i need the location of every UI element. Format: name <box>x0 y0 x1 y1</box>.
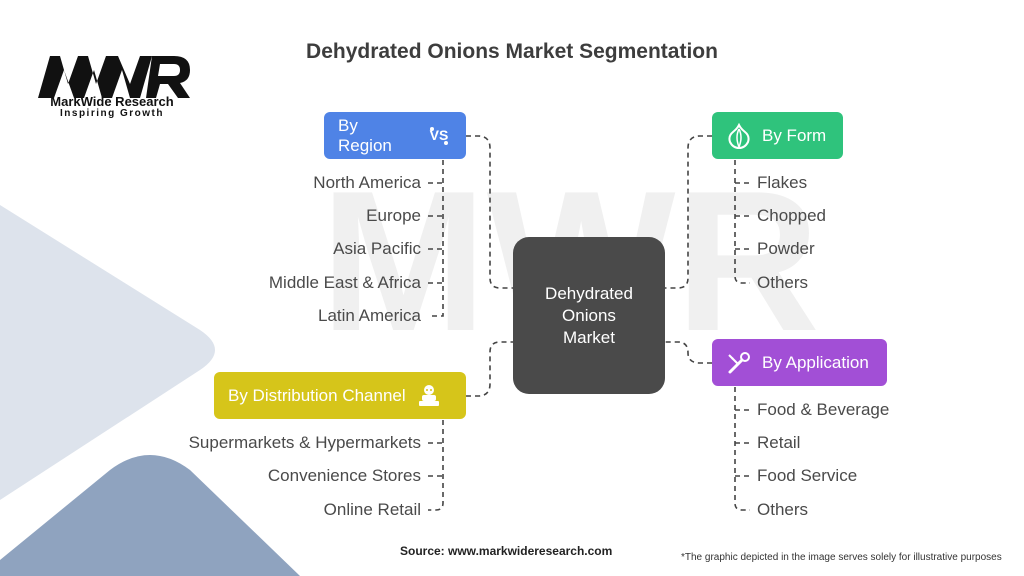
page-title: Dehydrated Onions Market Segmentation <box>306 40 718 63</box>
logo-name: MarkWide Research <box>50 94 174 109</box>
tools-icon <box>726 350 752 376</box>
segment-region-label: By Region <box>338 115 392 155</box>
region-item: North America <box>313 173 421 192</box>
application-item: Retail <box>757 433 801 452</box>
logo-tagline: Inspiring Growth <box>60 108 164 119</box>
center-line-1: Dehydrated <box>545 283 633 303</box>
region-item: Europe <box>366 206 421 225</box>
center-market-node: Dehydrated Onions Market <box>513 237 665 394</box>
region-item: Middle East & Africa <box>268 273 421 292</box>
application-item: Food Service <box>757 466 858 485</box>
form-item: Flakes <box>757 173 808 192</box>
segment-distribution-label: By Distribution Channel <box>228 385 406 405</box>
markwide-logo <box>38 56 190 98</box>
distribution-item: Online Retail <box>323 500 421 519</box>
segment-application-label: By Application <box>762 352 869 372</box>
segment-distribution-header: By Distribution Channel <box>214 372 466 419</box>
vs-icon: VS <box>426 123 452 149</box>
form-item: Powder <box>757 239 815 258</box>
segment-form-header: By Form <box>712 112 843 159</box>
region-item: Latin America <box>318 306 421 325</box>
chef-icon <box>416 383 442 409</box>
center-line-2: Onions <box>562 305 616 325</box>
onion-icon <box>726 122 752 149</box>
distribution-item: Convenience Stores <box>267 466 421 485</box>
region-item: Asia Pacific <box>333 239 421 258</box>
application-item: Food & Beverage <box>757 400 890 419</box>
source-text: Source: www.markwideresearch.com <box>400 544 613 558</box>
segment-form-label: By Form <box>762 125 827 145</box>
application-item: Others <box>757 500 809 519</box>
disclaimer-text: *The graphic depicted in the image serve… <box>681 552 1002 563</box>
distribution-item: Supermarkets & Hypermarkets <box>188 433 421 452</box>
svg-text:VS: VS <box>430 127 449 143</box>
segment-region-header: By Region VS <box>324 112 466 159</box>
form-item: Others <box>757 273 809 292</box>
center-line-3: Market <box>563 327 615 347</box>
form-item: Chopped <box>757 206 827 225</box>
segment-application-header: By Application <box>712 339 887 386</box>
